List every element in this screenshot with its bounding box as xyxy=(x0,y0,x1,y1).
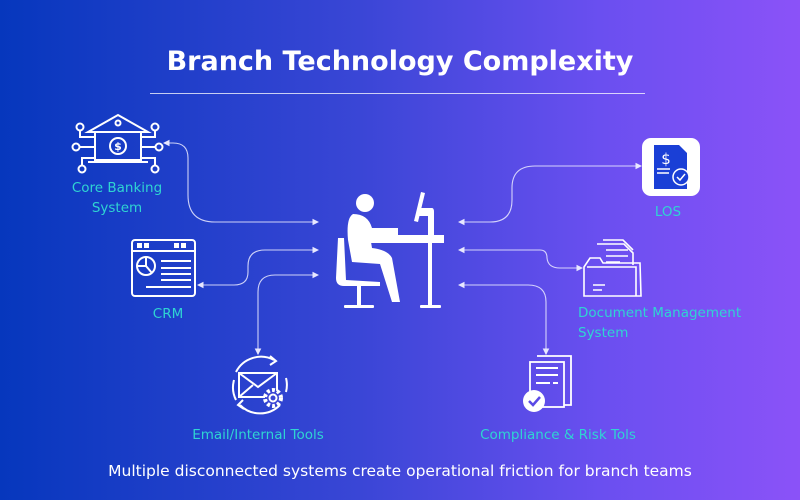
connector-dms xyxy=(457,246,584,272)
label-core-banking-line1: Core Banking xyxy=(71,180,163,196)
label-core-banking: Core Banking System xyxy=(47,178,187,218)
person-at-desk-icon xyxy=(336,192,444,308)
connector-email xyxy=(254,271,320,356)
label-los: LOS xyxy=(654,204,682,220)
dashboard-window-icon xyxy=(131,239,196,297)
email-gear-icon xyxy=(232,355,288,415)
svg-text:$: $ xyxy=(114,140,122,153)
checked-document-icon xyxy=(523,355,572,412)
connector-crm xyxy=(196,246,320,289)
label-email: Email/Internal Tools xyxy=(192,427,324,443)
label-dms-line1: Document Management xyxy=(578,305,742,321)
connector-compliance xyxy=(457,281,550,356)
page-title: Branch Technology Complexity xyxy=(166,46,634,77)
bank-icon: $ xyxy=(71,113,164,174)
label-compliance: Compliance & Risk Tols xyxy=(480,427,636,443)
svg-text:$: $ xyxy=(661,150,671,168)
label-crm: CRM xyxy=(152,306,184,322)
connector-core-banking xyxy=(162,139,320,226)
footer-caption: Multiple disconnected systems create ope… xyxy=(108,462,692,480)
label-dms: Document Management System xyxy=(578,303,741,343)
loan-document-icon: $ xyxy=(642,138,700,196)
label-core-banking-line2: System xyxy=(91,200,143,216)
folder-document-icon xyxy=(583,239,642,297)
label-dms-line2: System xyxy=(578,325,629,341)
title-divider xyxy=(150,93,645,94)
connector-los xyxy=(457,162,643,226)
